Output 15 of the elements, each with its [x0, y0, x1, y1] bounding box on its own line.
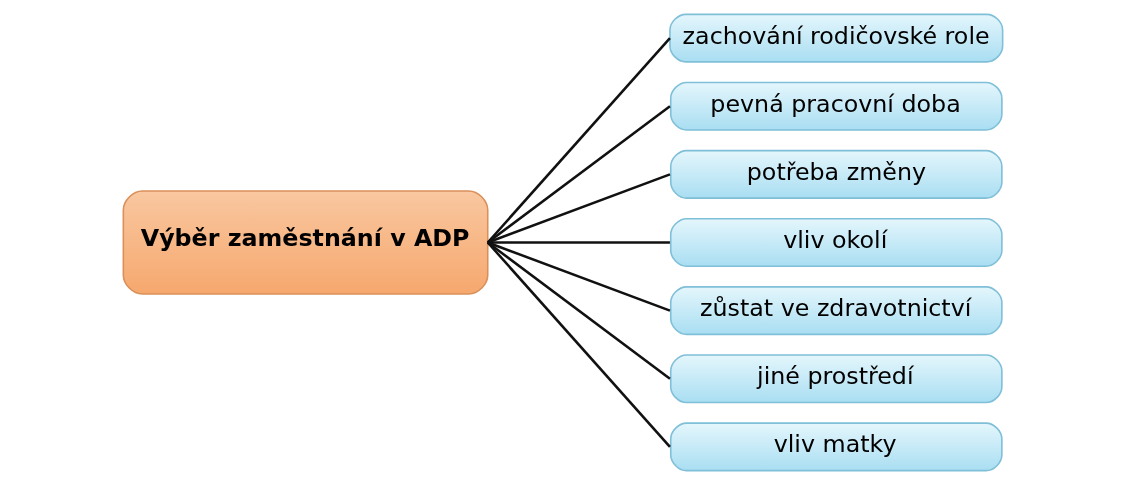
connector: [486, 37, 671, 244]
node-box: jiné prostředí: [669, 354, 1003, 404]
node-box: pevná pracovní doba: [669, 81, 1003, 131]
node-box: zůstat ve zdravotnictví: [669, 286, 1003, 336]
connector: [487, 105, 671, 244]
connector: [486, 241, 671, 448]
connector: [487, 241, 671, 312]
connector: [487, 241, 671, 380]
node-box: vliv matky: [669, 422, 1003, 472]
connector: [487, 173, 671, 244]
node-box: zachování rodičovské role: [669, 13, 1004, 63]
connector: [487, 241, 670, 244]
node-box: potřeba změny: [669, 149, 1003, 199]
node-box: Výběr zaměstnání v ADP: [122, 190, 489, 295]
node-box: vliv okolí: [669, 217, 1003, 268]
